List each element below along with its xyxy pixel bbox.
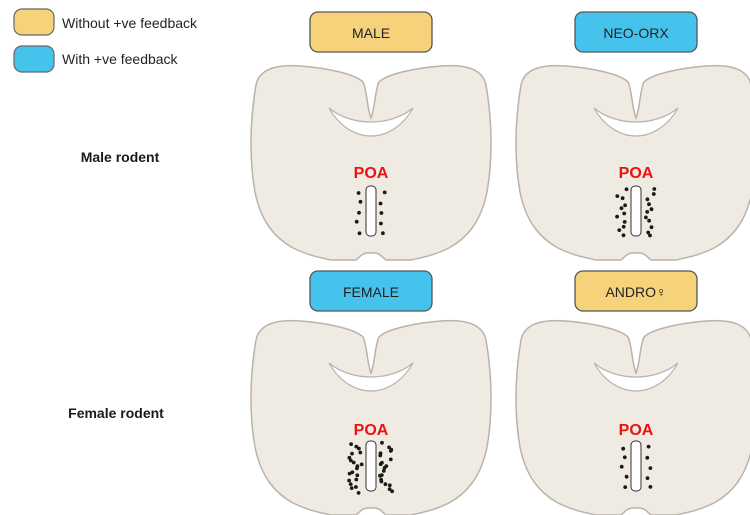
neuron-dot [647,219,651,223]
legend: Without +ve feedback With +ve feedback [14,9,198,72]
neuron-dot [383,191,387,195]
neuron-dot [379,222,383,226]
neuron-dot [644,216,648,220]
neuron-dot [381,231,385,235]
neuron-dot [622,233,626,237]
tag-label-female: FEMALE [343,284,399,300]
row-label-male: Male rodent [81,149,160,165]
neuron-dot [358,231,362,235]
neuron-dot [652,192,656,196]
neuron-dot [615,215,619,219]
neuron-dot [389,449,393,453]
neuron-dot [620,206,624,210]
tag-label-male: MALE [352,25,390,41]
legend-swatch-without-feedback [14,9,54,35]
legend-label-with-feedback: With +ve feedback [62,51,179,67]
tag-label-andro: ANDRO♀ [605,284,666,300]
region-label-poa: POA [619,422,654,439]
neuron-dot [380,211,384,215]
panel-andro: ANDRO♀ POA [516,271,750,515]
neuron-dot [615,194,619,198]
neuron-dot [649,466,653,470]
neuron-dot [617,228,621,232]
neuron-dot [645,456,649,460]
neuron-dot [622,212,626,216]
neuron-dot [380,441,384,445]
region-label-poa: POA [354,422,389,439]
neuron-dot [350,486,354,490]
neuron-dot [625,187,629,191]
neuron-dot [623,455,627,459]
neuron-dot [349,482,353,486]
neuron-dot [352,461,356,465]
neuron-dot [648,234,652,238]
neuron-dot [652,187,656,191]
neuron-dot [350,452,354,456]
neuron-dot [647,445,651,449]
neuron-dot [384,482,388,486]
neuron-dot [623,203,627,207]
neuron-dot [379,462,383,466]
legend-item-without-feedback: Without +ve feedback [14,9,198,35]
legend-item-with-feedback: With +ve feedback [14,46,179,72]
neuron-dot [647,202,651,206]
neuron-dot [355,473,359,477]
legend-label-without-feedback: Without +ve feedback [62,15,198,31]
neuron-dot [358,451,362,455]
panel-female: FEMALE POA [251,271,491,515]
neuron-dot [380,480,384,484]
legend-swatch-with-feedback [14,46,54,72]
panel-neo-orx: NEO-ORX POA [516,12,750,260]
brain-male: POA [251,66,491,260]
neuron-dot [348,472,352,476]
neuron-dot [646,197,650,201]
neuron-dot [649,485,653,489]
brain-female: POA [251,321,491,515]
third-ventricle [631,441,641,491]
neuron-dot [354,478,358,482]
neuron-dot [378,454,382,458]
neuron-dot [359,200,363,204]
tag-label-neo-orx: NEO-ORX [603,25,669,41]
neuron-dot [349,442,353,446]
third-ventricle [631,186,641,236]
brain-andro: POA [516,321,750,515]
neuron-dot [645,210,649,214]
neuron-dot [355,467,359,471]
neuron-dot [355,220,359,224]
neuron-dot [388,483,392,487]
region-label-poa: POA [619,165,654,182]
neuron-dot [622,225,626,229]
neuron-dot [354,485,358,489]
neuron-dot [650,225,654,229]
neuron-dot [382,469,386,473]
neuron-dot [379,202,383,206]
brain-neo-orx: POA [516,66,750,260]
neuron-dot [621,447,625,451]
neuron-dot [625,475,629,479]
neuron-dot [390,489,394,493]
neuron-dot [357,491,361,495]
neuron-dot [650,207,654,211]
neuron-dot [357,447,361,451]
neuron-dot [357,191,361,195]
neuron-dot [389,458,393,462]
neuron-dot [347,479,351,483]
neuron-dot [623,485,627,489]
neuron-dot [623,220,627,224]
region-label-poa: POA [354,165,389,182]
neuron-dot [646,476,650,480]
neuron-dot [378,474,382,478]
third-ventricle [366,186,376,236]
neuron-dot [357,211,361,215]
panel-male: MALE POA [251,12,491,260]
third-ventricle [366,441,376,491]
neuron-dot [620,465,624,469]
neuron-dot [621,196,625,200]
row-label-female: Female rodent [68,405,164,421]
neuron-dot [360,463,364,467]
